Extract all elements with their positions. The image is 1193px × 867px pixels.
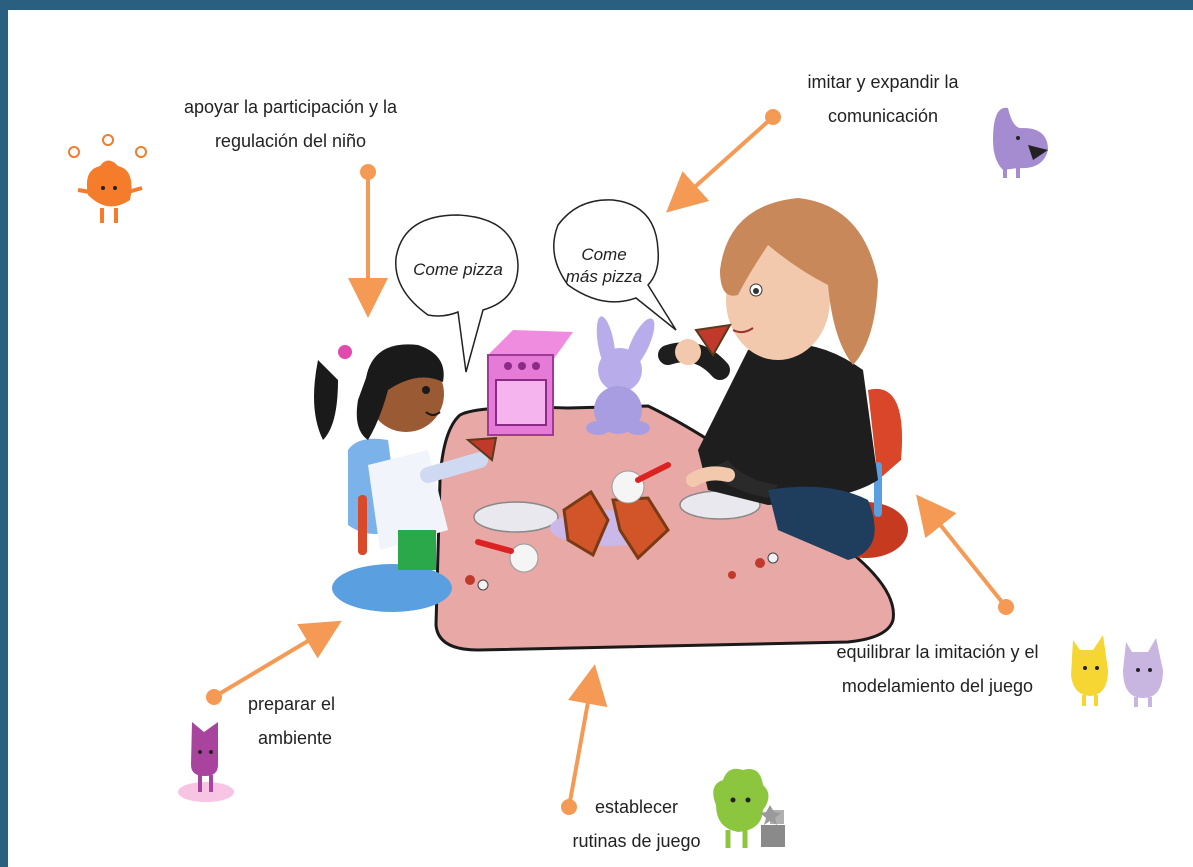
- toy-stove: [487, 330, 573, 436]
- label-balance-line1: equilibrar la imitación y el: [836, 642, 1039, 662]
- label-support: apoyar la participación y la regulación …: [158, 90, 423, 158]
- label-routines: establecer rutinas de juego: [554, 790, 719, 858]
- adult-figure: [658, 198, 878, 560]
- adult-speech-bubble: [553, 199, 677, 331]
- arrow-routines: [561, 664, 608, 815]
- support-creature-icon: [68, 134, 147, 223]
- table-items: [465, 462, 779, 591]
- scene-illustration: Come pizza Come más pizza: [68, 107, 1163, 848]
- arrow-imitate: [666, 109, 781, 213]
- arrow-balance: [916, 494, 1014, 615]
- label-support-line2: regulación del niño: [214, 131, 367, 151]
- balance-creatures-icon: [1071, 635, 1163, 707]
- label-imitate: imitar y expandir la comunicación: [793, 65, 973, 133]
- toy-bunny: [586, 316, 655, 435]
- label-routines-line1: establecer: [594, 797, 679, 817]
- adult-speech-text-line2: más pizza: [566, 267, 643, 286]
- label-balance-line2: modelamiento del juego: [841, 676, 1034, 696]
- child-speech-text: Come pizza: [413, 260, 503, 279]
- arrow-support: [348, 164, 388, 318]
- child-speech-bubble: [395, 214, 519, 373]
- label-prepare: preparar el ambiente: [248, 687, 378, 755]
- label-prepare-line2: ambiente: [258, 728, 333, 748]
- imitate-creature-icon: [993, 107, 1048, 178]
- illustration-frame: Come pizza Come más pizza: [8, 10, 1193, 867]
- label-prepare-line1: preparar el: [248, 694, 336, 714]
- label-imitate-line2: comunicación: [827, 106, 939, 126]
- child-figure: [314, 344, 498, 570]
- label-support-line1: apoyar la participación y la: [183, 97, 398, 117]
- prepare-creature-icon: [178, 722, 234, 802]
- label-routines-line2: rutinas de juego: [572, 831, 701, 851]
- routines-creature-icon: [713, 768, 785, 848]
- adult-speech-text-line1: Come: [581, 245, 626, 264]
- label-imitate-line1: imitar y expandir la: [807, 72, 959, 92]
- arrow-prepare: [206, 620, 342, 705]
- label-balance: equilibrar la imitación y el modelamient…: [810, 635, 1065, 703]
